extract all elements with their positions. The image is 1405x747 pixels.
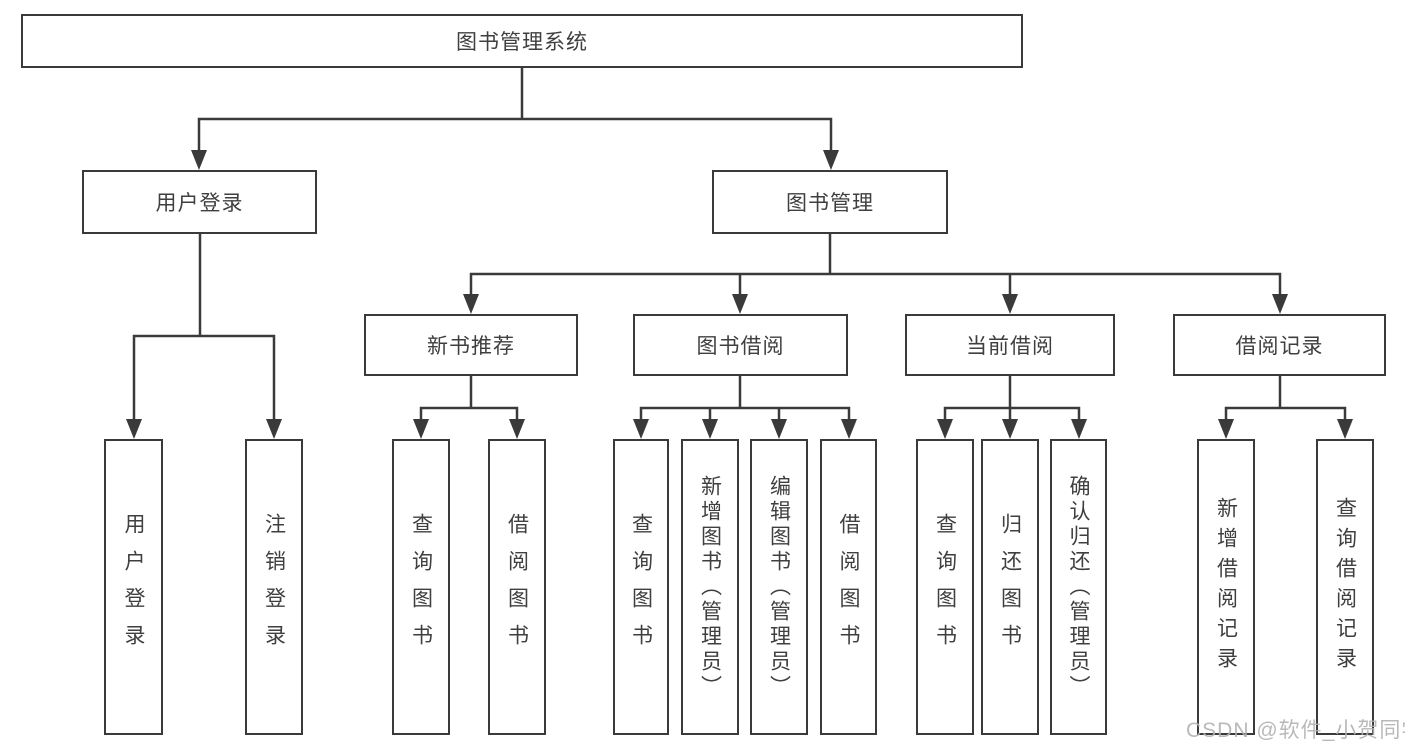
leaf-add-borrow-record: 新增借阅记录	[1197, 439, 1255, 735]
node-root-label: 图书管理系统	[456, 31, 588, 54]
leaf-add-book-admin-label: 新增图书（管理员）	[698, 474, 722, 700]
leaf-query-borrow-record: 查询借阅记录	[1316, 439, 1374, 735]
leaf-borrow-books-1-label: 借阅图书	[505, 513, 529, 661]
node-user-login: 用户登录	[82, 170, 317, 234]
leaf-logout-label: 注销登录	[262, 513, 286, 661]
connector-paths	[132, 68, 1347, 421]
leaf-search-books-2-label: 查询图书	[629, 513, 653, 661]
node-book-management-label: 图书管理	[786, 192, 874, 215]
leaf-edit-book-admin-label: 编辑图书（管理员）	[767, 474, 791, 700]
leaf-search-books-1: 查询图书	[392, 439, 450, 735]
leaf-search-books-2: 查询图书	[613, 439, 669, 735]
leaf-user-login: 用户登录	[104, 439, 163, 735]
node-borrow-records: 借阅记录	[1173, 314, 1386, 376]
leaf-edit-book-admin: 编辑图书（管理员）	[750, 439, 808, 735]
leaf-query-borrow-record-label: 查询借阅记录	[1333, 497, 1357, 677]
leaf-confirm-return-admin: 确认归还（管理员）	[1050, 439, 1107, 735]
node-book-management: 图书管理	[712, 170, 948, 234]
node-current-borrow-label: 当前借阅	[966, 335, 1054, 358]
node-borrow-records-label: 借阅记录	[1235, 335, 1324, 358]
leaf-search-books-3: 查询图书	[916, 439, 974, 735]
leaf-add-book-admin: 新增图书（管理员）	[681, 439, 739, 735]
leaf-search-books-3-label: 查询图书	[933, 513, 957, 661]
leaf-return-books: 归还图书	[981, 439, 1039, 735]
arrowheads	[126, 150, 1353, 439]
leaf-confirm-return-admin-label: 确认归还（管理员）	[1067, 474, 1090, 700]
node-user-login-label: 用户登录	[155, 192, 244, 215]
leaf-borrow-books-2: 借阅图书	[820, 439, 877, 735]
leaf-return-books-label: 归还图书	[998, 513, 1022, 661]
node-root: 图书管理系统	[21, 14, 1023, 68]
node-new-book-recommend-label: 新书推荐	[427, 335, 515, 358]
node-book-borrow-label: 图书借阅	[696, 335, 785, 358]
leaf-add-borrow-record-label: 新增借阅记录	[1214, 497, 1238, 677]
leaf-logout: 注销登录	[245, 439, 303, 735]
leaf-borrow-books-2-label: 借阅图书	[837, 513, 860, 661]
csdn-watermark: CSDN @软件_小贺同学	[1186, 719, 1405, 742]
leaf-borrow-books-1: 借阅图书	[488, 439, 546, 735]
node-book-borrow: 图书借阅	[633, 314, 848, 376]
node-new-book-recommend: 新书推荐	[364, 314, 578, 376]
leaf-user-login-label: 用户登录	[122, 513, 145, 661]
node-current-borrow: 当前借阅	[905, 314, 1115, 376]
leaf-search-books-1-label: 查询图书	[409, 513, 433, 661]
